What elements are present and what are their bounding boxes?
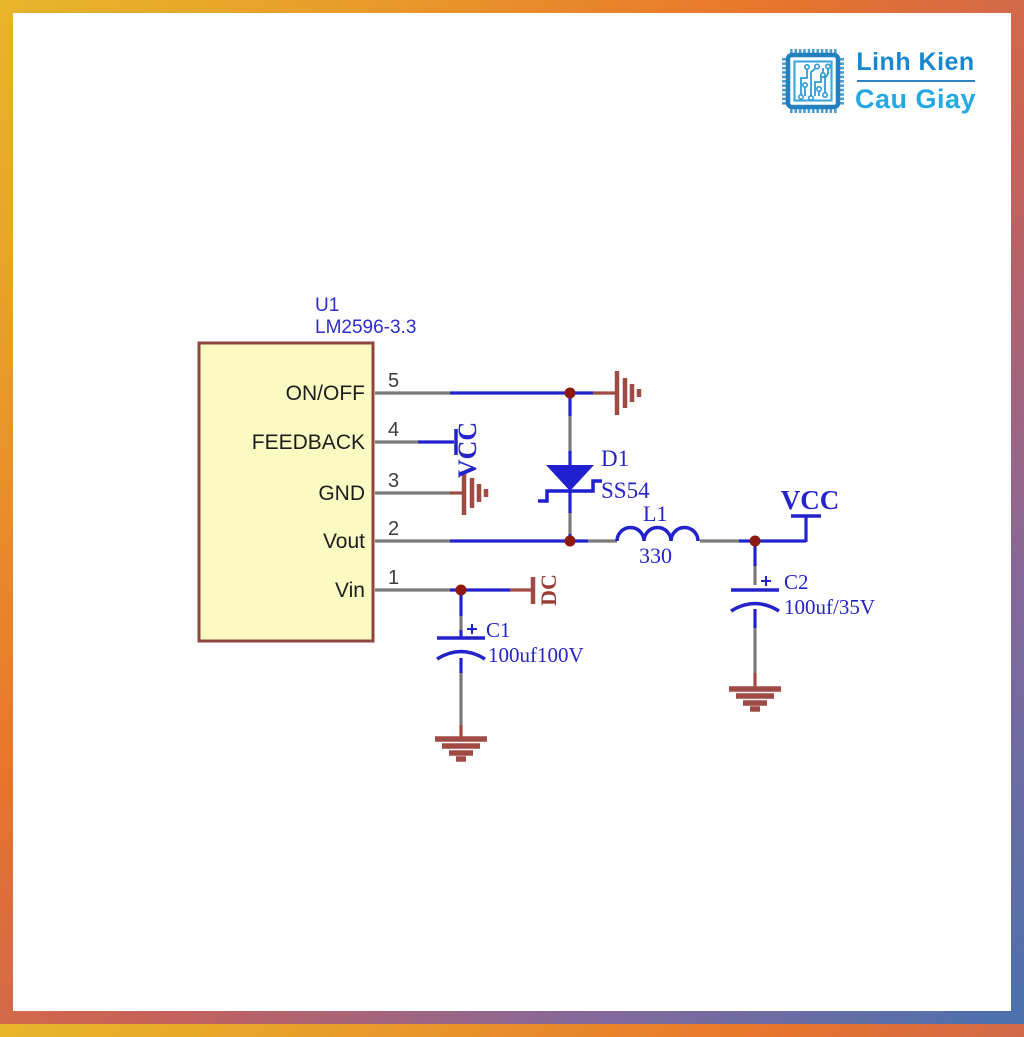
plus-sign-c2	[761, 576, 771, 586]
inductor-refdes: L1	[643, 501, 667, 526]
diode-d1: D1 SS54	[538, 446, 650, 503]
ground-symbol-pin5	[614, 371, 642, 415]
circuit-schematic: U1 LM2596-3.3 ON/OFF FEEDBACK GND Vout V…	[197, 295, 875, 762]
pin-number-1: 1	[388, 567, 399, 589]
ground-symbol-c1	[435, 736, 487, 762]
pin-label-feedback: FEEDBACK	[252, 431, 365, 454]
pin-number-5: 5	[388, 370, 399, 392]
ic-pin-labels: ON/OFF FEEDBACK GND Vout Vin	[252, 382, 365, 602]
brand-divider	[856, 79, 975, 82]
pin-number-4: 4	[388, 419, 399, 441]
ground-symbol-pin3	[461, 471, 489, 515]
capacitor-c2-value: 100uf/35V	[784, 595, 875, 619]
diode-cathode-bar	[538, 479, 602, 503]
pin-label-onoff: ON/OFF	[286, 382, 365, 405]
ic-part-number: LM2596-3.3	[315, 317, 416, 338]
diode-refdes: D1	[601, 446, 629, 471]
diode-value: SS54	[601, 478, 650, 503]
dc-port: DC	[530, 574, 561, 606]
junction-pin5	[564, 387, 576, 399]
pin-label-gnd: GND	[318, 482, 365, 505]
pin-label-vout: Vout	[323, 530, 365, 553]
vcc-symbol-feedback: VCC	[453, 422, 482, 478]
schematic-canvas: Linh Kien Cau Giay	[13, 13, 1011, 1011]
wires-gray	[375, 391, 757, 725]
ground-symbol-c2	[729, 686, 781, 712]
ic-refdes: U1	[315, 295, 339, 316]
brand-line1: Linh Kien	[856, 47, 975, 76]
inductor-value: 330	[639, 543, 672, 568]
wires-red-stubs	[450, 391, 757, 737]
junction-dots	[455, 387, 761, 596]
capacitor-c2: C2 100uf/35V	[730, 570, 875, 619]
junction-vout	[564, 535, 576, 547]
ic-body	[197, 341, 375, 643]
brand-logo: Linh Kien Cau Giay	[781, 43, 981, 119]
vcc-output-label: VCC	[781, 485, 840, 515]
capacitor-c1-value: 100uf100V	[488, 643, 584, 667]
dc-port-label: DC	[536, 574, 561, 606]
diode-triangle	[546, 465, 594, 491]
capacitor-c1-refdes: C1	[486, 618, 511, 642]
brand-name: Linh Kien Cau Giay	[855, 48, 976, 115]
inductor-coils	[615, 525, 700, 542]
ic-pin-numbers: 5 4 3 2 1	[388, 370, 399, 589]
inductor-l1: L1 330	[615, 501, 700, 568]
vcc-symbol-output: VCC	[781, 485, 840, 518]
capacitor-c2-refdes: C2	[784, 570, 809, 594]
pin-number-3: 3	[388, 470, 399, 492]
plus-sign-c1	[467, 624, 477, 634]
vcc-feedback-label: VCC	[453, 422, 482, 478]
capacitor-c1: C1 100uf100V	[436, 618, 584, 667]
brand-line2: Cau Giay	[855, 83, 977, 114]
chip-icon	[782, 49, 844, 113]
junction-vin	[455, 584, 467, 596]
pin-label-vin: Vin	[335, 579, 365, 602]
pin-number-2: 2	[388, 518, 399, 540]
junction-output	[749, 535, 761, 547]
